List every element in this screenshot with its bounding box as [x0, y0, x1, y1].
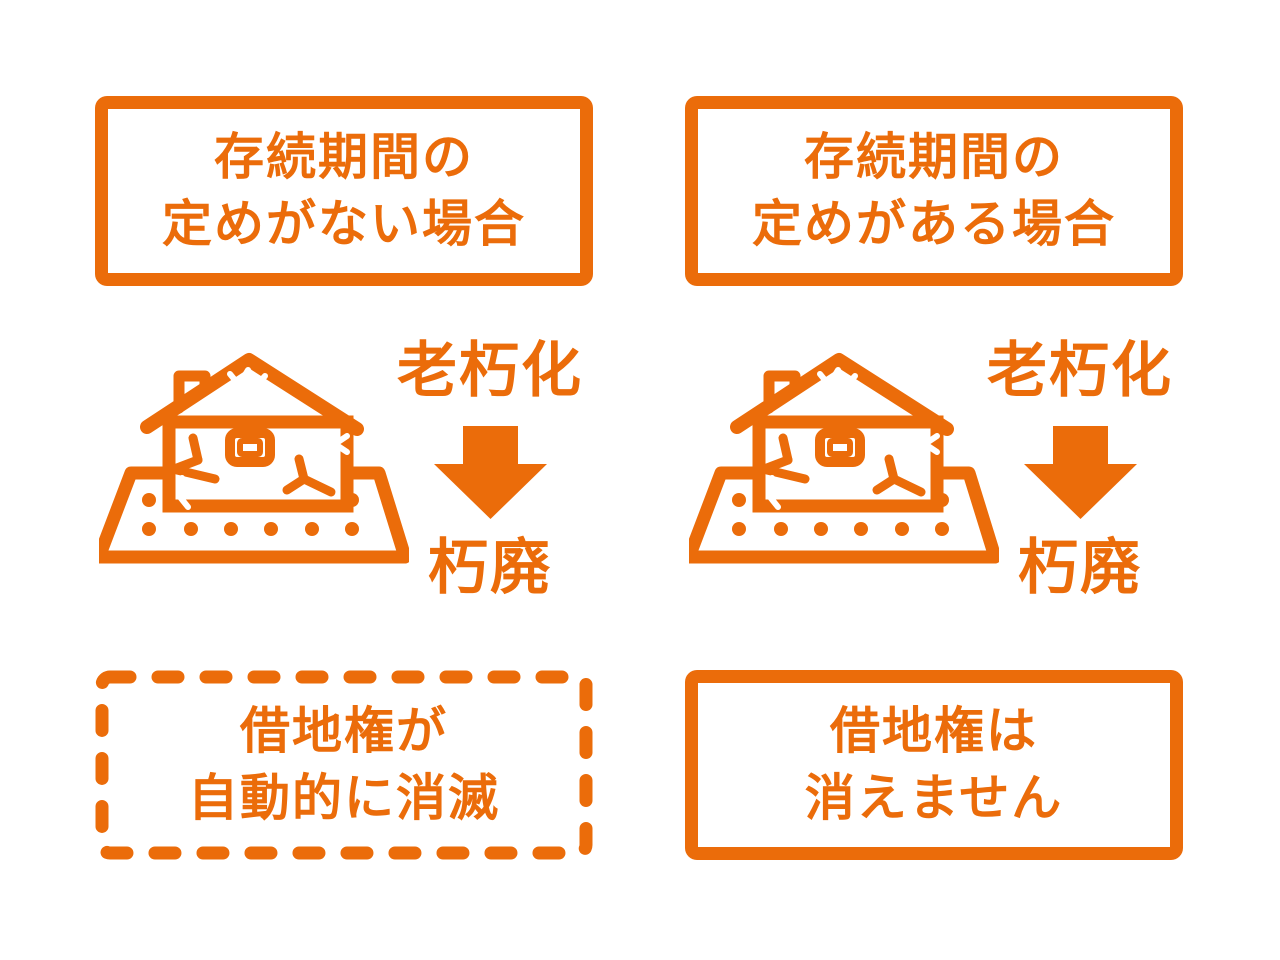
- down-arrow-icon: [433, 426, 547, 519]
- header-text-line1: 存続期間の: [804, 129, 1064, 185]
- dashed-border: [95, 670, 593, 860]
- down-arrow-icon: [1023, 426, 1137, 519]
- decay-label: 朽廃: [1018, 534, 1142, 601]
- deterioration-label: 老朽化: [987, 337, 1173, 404]
- header-box-no-fixed-term: 存続期間の 定めがない場合: [95, 96, 593, 286]
- outcome-text-line1: 借地権が: [240, 703, 448, 759]
- process-fixed-term: 老朽化 朽廃: [980, 338, 1180, 601]
- outcome-box-auto-extinguish: 借地権が 自動的に消滅: [95, 670, 593, 860]
- header-text-line1: 存続期間の: [214, 129, 474, 185]
- decayed-house-icon: [99, 353, 409, 564]
- outcome-text-line2: 自動的に消滅: [188, 770, 500, 826]
- process-no-fixed-term: 老朽化 朽廃: [390, 338, 590, 601]
- outcome-text-line2: 消えません: [804, 770, 1064, 826]
- decay-label: 朽廃: [428, 534, 552, 601]
- outcome-text-line1: 借地権は: [830, 703, 1038, 759]
- header-box-fixed-term: 存続期間の 定めがある場合: [685, 96, 1183, 286]
- header-text-line2: 定めがない場合: [162, 196, 526, 252]
- deterioration-label: 老朽化: [397, 337, 583, 404]
- decayed-house-icon: [689, 353, 999, 564]
- header-text-line2: 定めがある場合: [752, 196, 1116, 252]
- outcome-box-not-extinguish: 借地権は 消えません: [685, 670, 1183, 860]
